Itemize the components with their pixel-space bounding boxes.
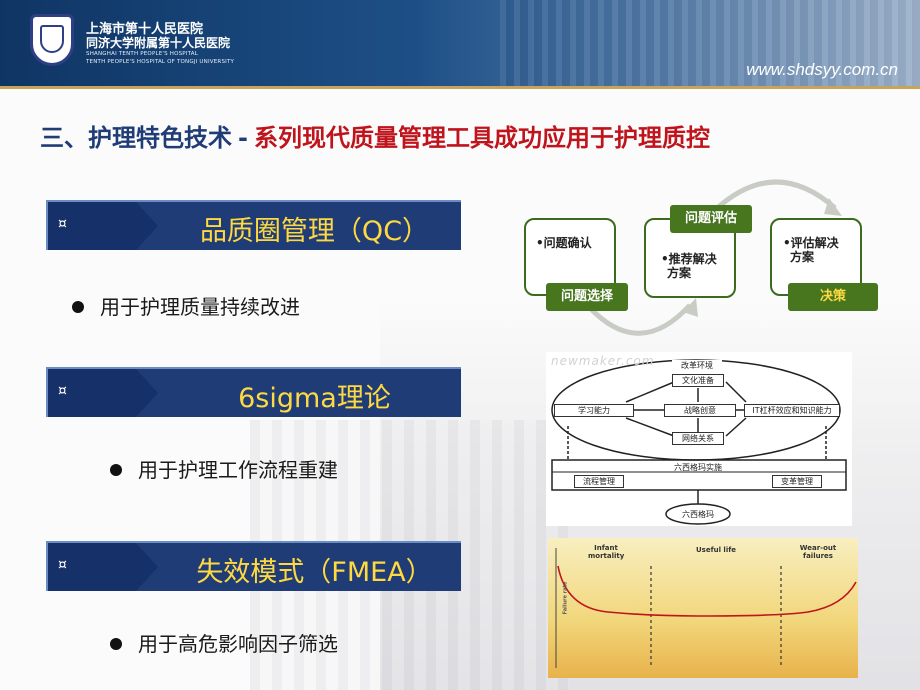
- section-banner-6sigma: ¤ 6sigma理论: [46, 367, 461, 417]
- title-separator: -: [238, 124, 248, 152]
- banner-arrow-shape: [48, 543, 158, 591]
- sigma-network-box: 网络关系: [672, 432, 724, 445]
- title-part-1: 三、护理特色技术: [40, 124, 232, 152]
- bullet-item-fmea: 用于高危影响因子筛选: [110, 628, 338, 657]
- bathtub-curve-chart: Failure rate Infant mortality Useful lif…: [548, 538, 858, 678]
- sigma-it-box: IT杠杆效应和知识能力: [744, 404, 840, 417]
- hospital-name-cn-1: 上海市第十人民医院: [86, 22, 204, 37]
- hospital-name-en-1: SHANGHAI TENTH PEOPLE'S HOSPITAL: [86, 51, 199, 57]
- section-banner-fmea: ¤ 失效模式（FMEA）: [46, 541, 461, 591]
- banner-glyph: ¤: [58, 383, 67, 399]
- section-label-6sigma: 6sigma理论: [238, 383, 391, 414]
- banner-glyph: ¤: [58, 557, 67, 573]
- section-label-qc: 品质圈管理（QC）: [199, 216, 430, 247]
- hospital-logo: [30, 14, 74, 66]
- bullet-text-qc: 用于护理质量持续改进: [100, 295, 300, 319]
- bathtub-curve: [555, 548, 857, 668]
- bathtub-label-wearout: Wear-out: [799, 544, 837, 552]
- qc-tag-decision: 决策: [788, 283, 878, 311]
- bullet-dot-icon: [110, 637, 122, 650]
- sigma-process-box: 流程管理: [574, 475, 624, 488]
- website-url: www.shdsyy.com.cn: [746, 60, 898, 79]
- sigma-learning-box: 学习能力: [554, 404, 634, 417]
- bullet-dot-icon: [110, 463, 122, 476]
- banner-arrow-shape: [48, 369, 158, 417]
- bathtub-label-infant: Infant: [594, 544, 618, 552]
- watermark-text: newmaker.com: [551, 354, 655, 368]
- bathtub-label-mortality: mortality: [588, 552, 625, 560]
- sigma-six-sigma-label: 六西格玛: [682, 510, 714, 519]
- section-label-fmea: 失效模式（FMEA）: [196, 557, 433, 588]
- title-part-2: 系列现代质量管理工具成功应用于护理质控: [253, 124, 710, 152]
- six-sigma-lines: [551, 359, 847, 525]
- qc-step-2-text-1: •推荐解决: [661, 252, 717, 266]
- banner-glyph: ¤: [58, 216, 67, 232]
- hospital-name-cn-2: 同济大学附属第十人民医院: [86, 36, 231, 50]
- bathtub-label-useful-life: Useful life: [695, 546, 737, 554]
- six-sigma-diagram: 改革环境 文化准备 学习能力 战略创意 IT杠杆效应和知识能力 网络关系 六西格…: [546, 352, 852, 526]
- qc-step-1-text: •问题确认: [536, 236, 592, 250]
- sigma-culture-box: 文化准备: [672, 374, 724, 387]
- bullet-dot-icon: [72, 300, 84, 313]
- qc-step-2-text-2: 方案: [667, 266, 692, 280]
- bullet-text-fmea: 用于高危影响因子筛选: [138, 632, 338, 656]
- qc-cycle-arrows: [588, 179, 842, 336]
- slide-title: 三、护理特色技术-系列现代质量管理工具成功应用于护理质控: [40, 118, 710, 153]
- banner-arrow-shape: [48, 202, 158, 250]
- qc-tag-problem-evaluate: 问题评估: [670, 205, 752, 233]
- bullet-item-qc: 用于护理质量持续改进: [72, 291, 300, 320]
- sigma-strategy-box: 战略创意: [664, 404, 736, 417]
- header-divider: [0, 86, 920, 89]
- section-banner-qc: ¤ 品质圈管理（QC）: [46, 200, 461, 250]
- bullet-item-6sigma: 用于护理工作流程重建: [110, 454, 338, 483]
- header-banner: 上海市第十人民医院 同济大学附属第十人民医院 SHANGHAI TENTH PE…: [0, 0, 920, 86]
- bathtub-label-failures: failures: [803, 552, 833, 560]
- bullet-text-6sigma: 用于护理工作流程重建: [138, 458, 338, 482]
- sigma-change-box: 变革管理: [772, 475, 822, 488]
- qc-step-3-text-2: 方案: [790, 250, 815, 264]
- sigma-top-label: 改革环境: [672, 360, 722, 371]
- qc-step-3-text-1: •评估解决: [783, 236, 839, 250]
- city-skyline-image: [500, 0, 920, 86]
- qc-tag-problem-select: 问题选择: [546, 283, 628, 311]
- sigma-implement-label: 六西格玛实施: [674, 463, 722, 472]
- hospital-name-en-2: TENTH PEOPLE'S HOSPITAL OF TONGJI UNIVER…: [86, 59, 235, 65]
- bathtub-y-label: Failure rate: [562, 581, 569, 615]
